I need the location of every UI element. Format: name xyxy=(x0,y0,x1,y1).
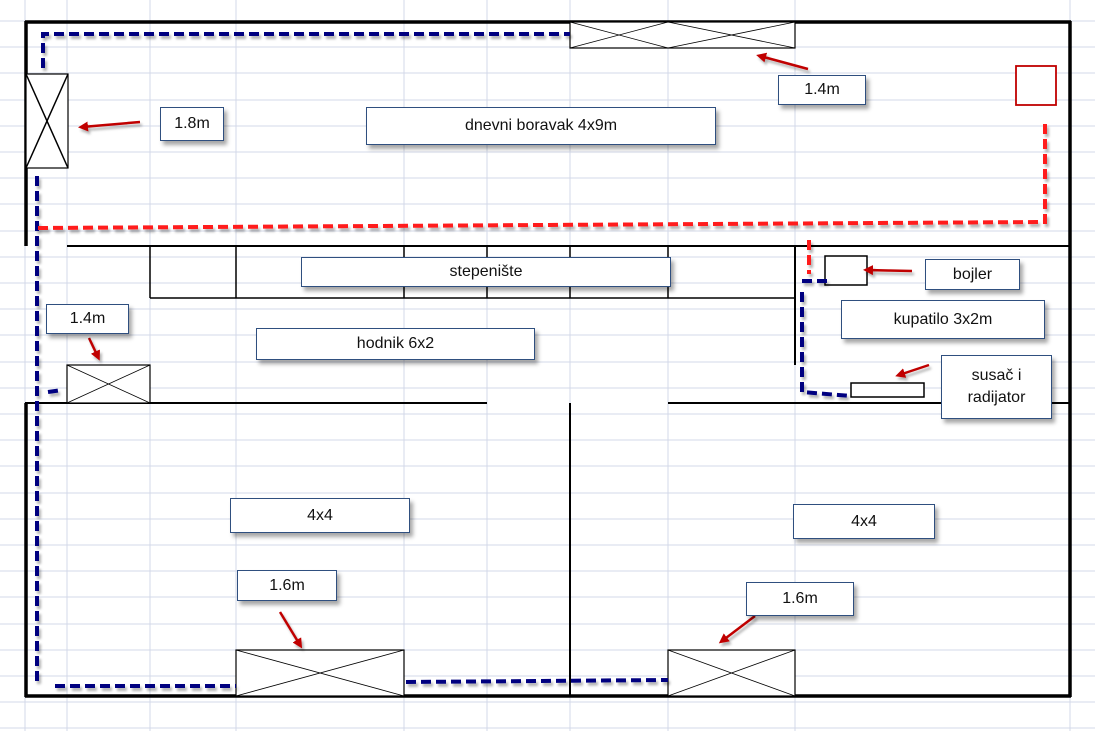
dryer-radiator-shape xyxy=(850,382,925,398)
boiler-label: bojler xyxy=(925,259,1020,290)
hallway-label: hodnik 6x2 xyxy=(256,328,535,360)
window-hallway-label: 1.4m xyxy=(46,304,129,334)
arrow-icon xyxy=(718,615,756,644)
arrow-icon xyxy=(756,52,809,71)
water-pipe-bathroom xyxy=(800,292,852,398)
water-pipe-stub xyxy=(47,388,63,394)
water-pipe-bottom-2 xyxy=(405,678,669,684)
window-living-top xyxy=(569,21,796,49)
arrow-icon xyxy=(278,611,303,649)
boiler-shape xyxy=(824,255,868,286)
arrow-icon xyxy=(895,363,930,378)
arrow-icon xyxy=(87,337,100,361)
window-living-left xyxy=(25,73,69,169)
window-living-top-label: 1.4m xyxy=(778,75,866,105)
water-pipe-top xyxy=(41,32,570,68)
heating-pipes xyxy=(37,120,1047,274)
water-pipes xyxy=(35,32,852,688)
arrow-icon xyxy=(78,120,141,132)
windows xyxy=(25,21,796,697)
bedroom-left-label: 4x4 xyxy=(230,498,410,533)
staircase-label: stepenište xyxy=(301,257,671,287)
bathroom-label: kupatilo 3x2m xyxy=(841,300,1045,339)
heating-pipe-main xyxy=(37,120,1047,230)
living-room-label: dnevni boravak 4x9m xyxy=(366,107,716,145)
window-living-left-label: 1.8m xyxy=(160,107,224,141)
window-hallway xyxy=(66,364,151,404)
arrow-icon xyxy=(863,265,913,276)
heater-box xyxy=(1015,65,1057,106)
bedroom-right-label: 4x4 xyxy=(793,504,935,539)
pointer-arrows xyxy=(78,52,930,649)
dryer-radiator-label: susač i radijator xyxy=(941,355,1052,419)
window-bedroom-left xyxy=(235,649,405,697)
window-bedroom-right xyxy=(667,649,796,697)
window-bedroom-right-label: 1.6m xyxy=(746,582,854,616)
window-bedroom-left-label: 1.6m xyxy=(237,570,337,601)
